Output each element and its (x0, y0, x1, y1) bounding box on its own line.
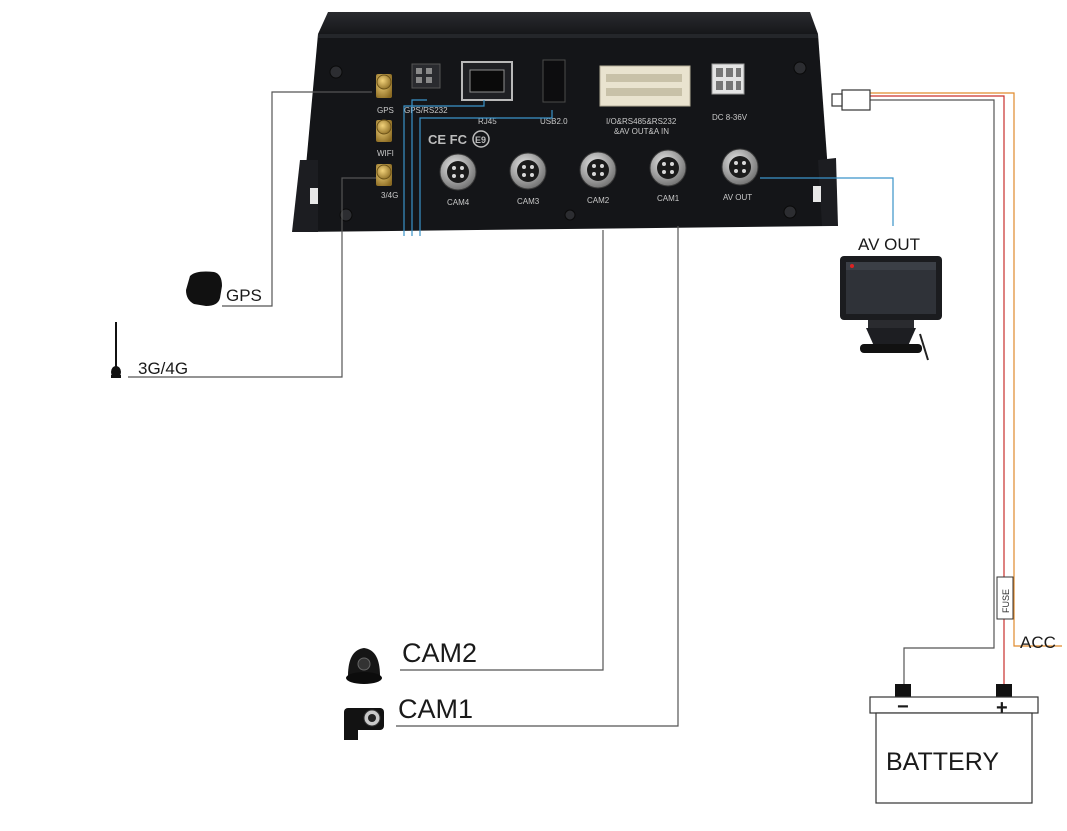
monitor-label: AV OUT (858, 235, 920, 254)
cam2-camera-icon (346, 648, 382, 684)
e-mark-icon (472, 130, 490, 148)
cam3-port-label: CAM3 (517, 197, 540, 206)
e-mark-label: E9 (475, 135, 486, 145)
av-out-wire (760, 177, 894, 226)
cam1-wire (396, 226, 679, 727)
battery-ground-wire (903, 617, 995, 686)
gps-port-label: GPS (377, 106, 394, 115)
usb-wire (419, 110, 553, 236)
cam1-camera-icon (344, 708, 384, 740)
dc-label: DC 8-36V (712, 113, 748, 122)
gps-rs232-label: GPS/RS232 (404, 106, 448, 115)
battery-icon (869, 684, 1039, 804)
cam1-connector (649, 149, 687, 187)
cam1-label: CAM1 (398, 694, 473, 724)
acc-wire (870, 92, 1062, 647)
cert-marks: CE FC (428, 132, 468, 147)
cam4-port-label: CAM4 (447, 198, 470, 207)
cellular-label: 3G/4G (138, 359, 188, 378)
cam2-connector (579, 151, 617, 189)
usb-port (542, 59, 566, 103)
battery-minus-label: − (897, 696, 909, 718)
rj45-wire (403, 100, 485, 236)
fuse-label: FUSE (1001, 589, 1011, 613)
monitor-icon (840, 256, 942, 361)
cellular-port-label: 3/4G (381, 191, 398, 200)
io-label-line2: &AV OUT&A IN (614, 127, 669, 136)
power-plug-icon (831, 89, 871, 111)
acc-label: ACC (1020, 633, 1056, 652)
dvr-device: GPS WIFI 3/4G GPS/RS232 RJ45 USB2.0 I/O&… (292, 12, 838, 232)
battery-label: BATTERY (886, 748, 999, 776)
rj45-label: RJ45 (478, 117, 497, 126)
gps-rs232-port (411, 63, 441, 89)
cellular-antenna-icon (111, 322, 121, 378)
gps-antenna-connector (376, 74, 392, 98)
cellular-wire (128, 177, 376, 378)
io-label-line1: I/O&RS485&RS232 (606, 117, 677, 126)
ground-wire (870, 99, 995, 617)
gps-label: GPS (226, 286, 262, 305)
wires (128, 91, 1062, 727)
wifi-port-label: WIFI (377, 149, 394, 158)
gps-wire (222, 91, 372, 307)
cam1-port-label: CAM1 (657, 194, 680, 203)
cam4-connector (439, 153, 477, 191)
cam2-label: CAM2 (402, 638, 477, 668)
battery-plus-label: + (996, 697, 1008, 719)
cam3-connector (509, 152, 547, 190)
wifi-antenna-connector (376, 119, 392, 142)
cellular-antenna-connector (376, 164, 392, 186)
gps-receiver-icon (186, 271, 222, 306)
rs232-wire (411, 99, 427, 236)
power-wire (870, 95, 1005, 686)
av-out-connector (721, 148, 759, 186)
cam2-wire (400, 230, 604, 671)
av-out-port-label: AV OUT (723, 193, 752, 202)
usb-label: USB2.0 (540, 117, 568, 126)
io-connector (599, 65, 691, 107)
cam2-port-label: CAM2 (587, 196, 610, 205)
fuse-icon: FUSE (996, 576, 1014, 620)
